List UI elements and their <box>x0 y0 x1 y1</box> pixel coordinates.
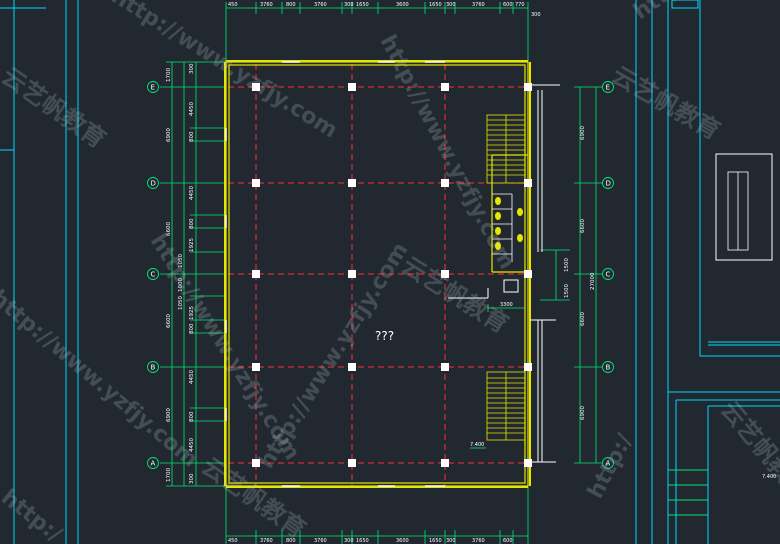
axis-label-d-left: D <box>151 180 156 188</box>
left-inner-dim-2: 4450 <box>189 102 195 116</box>
left-inner-dim-7: 1925 <box>189 306 195 320</box>
left-outer-dim-4: 6600 <box>166 314 172 328</box>
right-dim-1: 6900 <box>580 126 586 140</box>
bottom-dim-1: 450 <box>228 538 238 544</box>
upper-staircase <box>486 114 526 184</box>
axis-labels: E D C B A E D C B A <box>151 84 611 468</box>
top-dimension-texts: 450 3760 800 3760 300 1650 3600 1650 300… <box>228 2 541 18</box>
bottom-dim-10: 3760 <box>472 538 485 544</box>
bottom-dim-4: 3760 <box>314 538 327 544</box>
stair-elevation-label: 7.400 <box>470 442 484 448</box>
right-dimension-texts: 6900 6600 6600 6900 27000 1500 1500 <box>564 126 596 420</box>
axis-label-d-right: D <box>606 180 611 188</box>
axis-label-b-right: B <box>606 364 611 372</box>
watermark-cn-1: 云艺帆教育 <box>0 62 111 154</box>
columns <box>252 83 532 467</box>
interior-dim-3300: 3300 <box>500 302 513 308</box>
bottom-dimension-texts: 450 3760 800 3760 300 1650 3600 1650 300… <box>228 538 513 544</box>
right-elevation-label: 7.400 <box>762 474 776 480</box>
left-inner-dimension-texts: 300 4450 800 4450 800 1925 1925 800 4450… <box>178 63 195 484</box>
watermark-cn-5: 云艺帆教育 <box>715 396 780 506</box>
right-dim-4: 6900 <box>580 406 586 420</box>
axis-label-a-right: A <box>606 460 611 468</box>
axis-label-a-left: A <box>151 460 156 468</box>
top-dim-7: 3600 <box>396 2 409 8</box>
dimension-lines <box>160 2 602 544</box>
left-outer-dim-6: 1700 <box>166 468 172 482</box>
left-inner-dim-10: 800 <box>189 411 195 422</box>
right-total-dim: 27000 <box>590 272 596 290</box>
axis-label-c-left: C <box>151 271 156 279</box>
top-dim-5: 300 <box>344 2 354 8</box>
left-outer-dim-5: 6900 <box>166 408 172 422</box>
left-outer-dim-2: 6900 <box>166 128 172 142</box>
room-label: ??? <box>375 329 394 343</box>
axis-label-c-right: C <box>606 271 611 279</box>
top-dim-12: 770 <box>515 2 525 8</box>
bottom-dim-2: 3760 <box>260 538 273 544</box>
top-dim-10: 3760 <box>472 2 485 8</box>
left-mid-dim-1: 1050 <box>178 254 184 268</box>
axis-label-e-left: E <box>151 84 155 92</box>
watermark-url-8: http:/ <box>0 485 67 544</box>
toilet-fixtures <box>492 193 523 262</box>
left-inner-dim-6: 1925 <box>189 238 195 252</box>
watermark-url-4: http://www.yzfjy.com <box>375 31 520 273</box>
left-inner-dim-3: 800 <box>189 131 195 142</box>
top-dim-6: 1650 <box>356 2 369 8</box>
left-outer-dimension-texts: 1700 6900 6600 6600 6900 1700 <box>166 68 172 482</box>
bottom-dim-6: 1650 <box>356 538 369 544</box>
top-dim-9: 300 <box>446 2 456 8</box>
top-dim-4: 3760 <box>314 2 327 8</box>
right-small-dim-2: 1500 <box>564 284 570 298</box>
right-small-dim-1: 1500 <box>564 258 570 272</box>
bottom-dim-11: 600 <box>503 538 513 544</box>
watermark-cn-3: 云艺帆教育 <box>607 61 725 145</box>
left-inner-dim-1: 300 <box>189 63 195 74</box>
right-dim-2: 6600 <box>580 219 586 233</box>
left-mid-dim-3: 1050 <box>178 296 184 310</box>
left-inner-dim-5: 800 <box>189 218 195 229</box>
right-dim-3: 6600 <box>580 312 586 326</box>
left-inner-dim-8: 800 <box>189 323 195 334</box>
left-outer-dim-3: 6600 <box>166 222 172 236</box>
bottom-dim-8: 1650 <box>429 538 442 544</box>
top-dim-8: 1650 <box>429 2 442 8</box>
watermark-url-5: http:/ <box>583 429 638 503</box>
top-dim-11: 600 <box>503 2 513 8</box>
top-dim-1: 450 <box>228 2 238 8</box>
top-dim-3: 800 <box>286 2 296 8</box>
left-inner-dim-4: 4450 <box>189 186 195 200</box>
left-outer-dim-1: 1700 <box>166 68 172 82</box>
right-exterior-walls <box>448 84 560 463</box>
building-walls <box>224 60 531 488</box>
left-mid-dim-2: 1000 <box>178 278 184 292</box>
axis-label-b-left: B <box>151 364 156 372</box>
left-inner-dim-12: 300 <box>189 473 195 484</box>
axis-label-e-right: E <box>606 84 610 92</box>
bottom-dim-3: 800 <box>286 538 296 544</box>
top-dim-right: 300 <box>531 12 541 18</box>
axis-bubbles <box>147 81 614 469</box>
bottom-dim-7: 3600 <box>396 538 409 544</box>
windows <box>225 61 445 487</box>
bottom-dim-9: 300 <box>446 538 456 544</box>
bottom-dim-5: 300 <box>344 538 354 544</box>
top-dim-2: 3760 <box>260 2 273 8</box>
left-inner-dim-9: 4450 <box>189 370 195 384</box>
left-inner-dim-11: 4450 <box>189 438 195 452</box>
lower-staircase <box>486 371 526 441</box>
